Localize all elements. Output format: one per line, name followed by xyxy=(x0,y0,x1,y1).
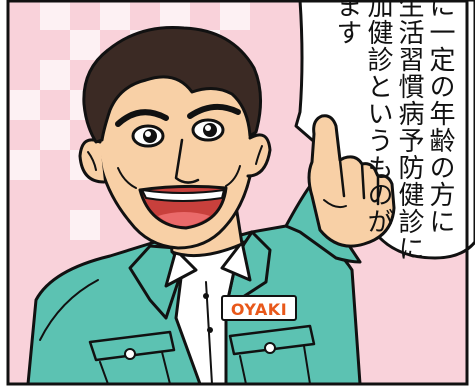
ear-left xyxy=(78,138,106,184)
pocket-right xyxy=(228,324,316,356)
pointing-hand xyxy=(307,114,396,248)
speech-text-line-1: に一定の年齢の方に xyxy=(425,0,455,235)
logo-badge xyxy=(221,295,297,321)
hair xyxy=(82,26,263,144)
pocket-left xyxy=(88,330,176,362)
speech-text-line-2: 生活習慣病予防健診に xyxy=(394,0,424,262)
uniform-badge-label: OYAKI xyxy=(230,300,288,319)
eyebrow-right xyxy=(187,103,241,119)
eyebrow-left xyxy=(115,109,169,127)
speech-bubble xyxy=(294,0,475,260)
speech-text-line-4: ます xyxy=(332,0,362,46)
character-man xyxy=(26,26,396,386)
nose xyxy=(174,138,200,184)
speech-text-line-3: 加健診というものが xyxy=(363,0,393,235)
